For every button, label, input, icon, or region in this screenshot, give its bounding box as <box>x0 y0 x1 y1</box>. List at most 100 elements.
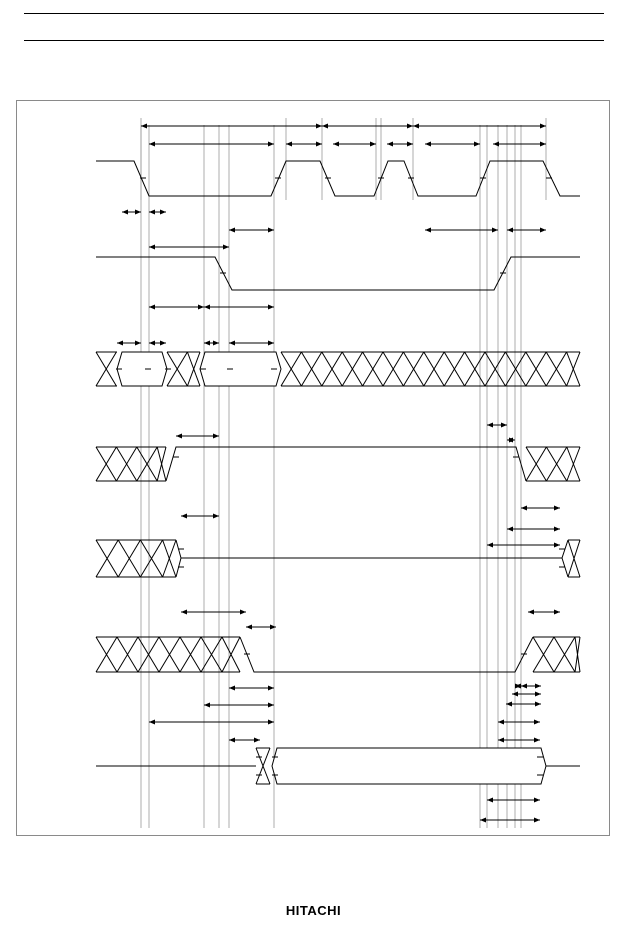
arrow-head <box>149 719 155 725</box>
hatch-stroke <box>117 539 141 578</box>
arrow-head <box>501 422 507 428</box>
arrow-head <box>370 141 376 147</box>
hatch-stroke <box>574 636 581 673</box>
hatch-stroke <box>255 747 271 785</box>
arrow-head <box>181 513 187 519</box>
timing-arrow <box>480 817 540 823</box>
timing-arrow <box>149 141 274 147</box>
arrow-head <box>534 817 540 823</box>
timing-arrow <box>506 701 541 707</box>
timing-arrow <box>229 685 274 691</box>
timing-arrow <box>149 209 166 215</box>
hatch-stroke <box>423 351 445 387</box>
bus-1-waveform <box>95 351 581 387</box>
timing-arrow <box>425 227 498 233</box>
hatched-region <box>95 539 177 578</box>
arrow-head <box>316 141 322 147</box>
timing-arrow <box>246 624 276 630</box>
hatch-stroke <box>321 351 343 387</box>
arrow-head <box>534 737 540 743</box>
hatch-stroke <box>116 636 139 673</box>
timing-arrow <box>181 609 246 615</box>
arrow-head <box>223 244 229 250</box>
timing-arrow <box>507 437 515 443</box>
timing-arrow <box>498 737 540 743</box>
hatch-stroke <box>186 351 201 387</box>
timing-arrow <box>487 542 560 548</box>
arrow-head <box>198 304 204 310</box>
bus-3-edge <box>561 539 569 578</box>
arrow-head <box>493 141 499 147</box>
arrow-head <box>117 340 123 346</box>
arrow-head <box>181 609 187 615</box>
timing-arrow <box>425 141 480 147</box>
arrow-head <box>268 340 274 346</box>
arrow-head <box>176 433 182 439</box>
hatch-stroke <box>136 446 158 482</box>
timing-arrow <box>528 609 560 615</box>
hatched-region <box>255 747 271 785</box>
bus-4-line <box>239 636 534 673</box>
arrow-head <box>246 624 252 630</box>
arrow-head <box>149 340 155 346</box>
bus-2-line <box>165 446 527 482</box>
timing-arrow <box>487 422 507 428</box>
timing-arrow <box>521 505 560 511</box>
arrow-head <box>268 227 274 233</box>
arrow-head <box>425 227 431 233</box>
header-rule-bottom <box>24 40 604 41</box>
arrow-head <box>507 437 513 443</box>
arrow-head <box>204 304 210 310</box>
arrow-head <box>149 304 155 310</box>
arrow-head <box>204 702 210 708</box>
arrow-head <box>540 227 546 233</box>
hatch-stroke <box>95 539 119 578</box>
hatch-stroke <box>221 636 241 673</box>
hatch-stroke <box>341 351 364 387</box>
arrow-head <box>534 797 540 803</box>
arrow-head <box>268 719 274 725</box>
arrow-head <box>213 340 219 346</box>
hatched-region <box>166 351 201 387</box>
hatch-stroke <box>525 446 547 482</box>
header-rule-top <box>24 13 604 14</box>
arrow-head <box>229 227 235 233</box>
arrow-head <box>268 685 274 691</box>
hatch-stroke <box>545 446 568 482</box>
timing-arrows <box>117 123 560 823</box>
arrow-head <box>149 141 155 147</box>
arrow-head <box>333 141 339 147</box>
arrow-head <box>554 542 560 548</box>
arrow-head <box>141 123 147 129</box>
hatched-region <box>95 351 117 387</box>
timing-arrow <box>512 691 541 697</box>
bus-1-valid-window <box>199 351 282 387</box>
timing-arrow <box>117 340 141 346</box>
arrow-head <box>487 797 493 803</box>
arrow-head <box>213 433 219 439</box>
arrow-head <box>413 123 419 129</box>
hatch-stroke <box>567 539 581 578</box>
signal-waveforms <box>95 160 581 785</box>
hatch-stroke <box>162 539 177 578</box>
timing-arrow <box>498 719 540 725</box>
data-valid-window <box>271 747 547 785</box>
arrow-head <box>480 817 486 823</box>
timing-arrow <box>507 526 560 532</box>
arrow-head <box>407 123 413 129</box>
bus-3-waveform <box>95 539 581 578</box>
hatch-stroke <box>566 351 581 387</box>
arrow-head <box>474 141 480 147</box>
arrow-head <box>425 141 431 147</box>
arrow-head <box>535 701 541 707</box>
hatch-stroke <box>464 351 486 387</box>
timing-arrow <box>286 141 322 147</box>
arrow-head <box>521 683 527 689</box>
timing-arrow <box>229 340 274 346</box>
timing-arrow <box>515 683 521 689</box>
arrow-head <box>554 609 560 615</box>
timing-arrow <box>229 227 274 233</box>
arrow-head <box>322 123 328 129</box>
clock-waveform <box>96 160 580 197</box>
arrow-head <box>204 340 210 346</box>
